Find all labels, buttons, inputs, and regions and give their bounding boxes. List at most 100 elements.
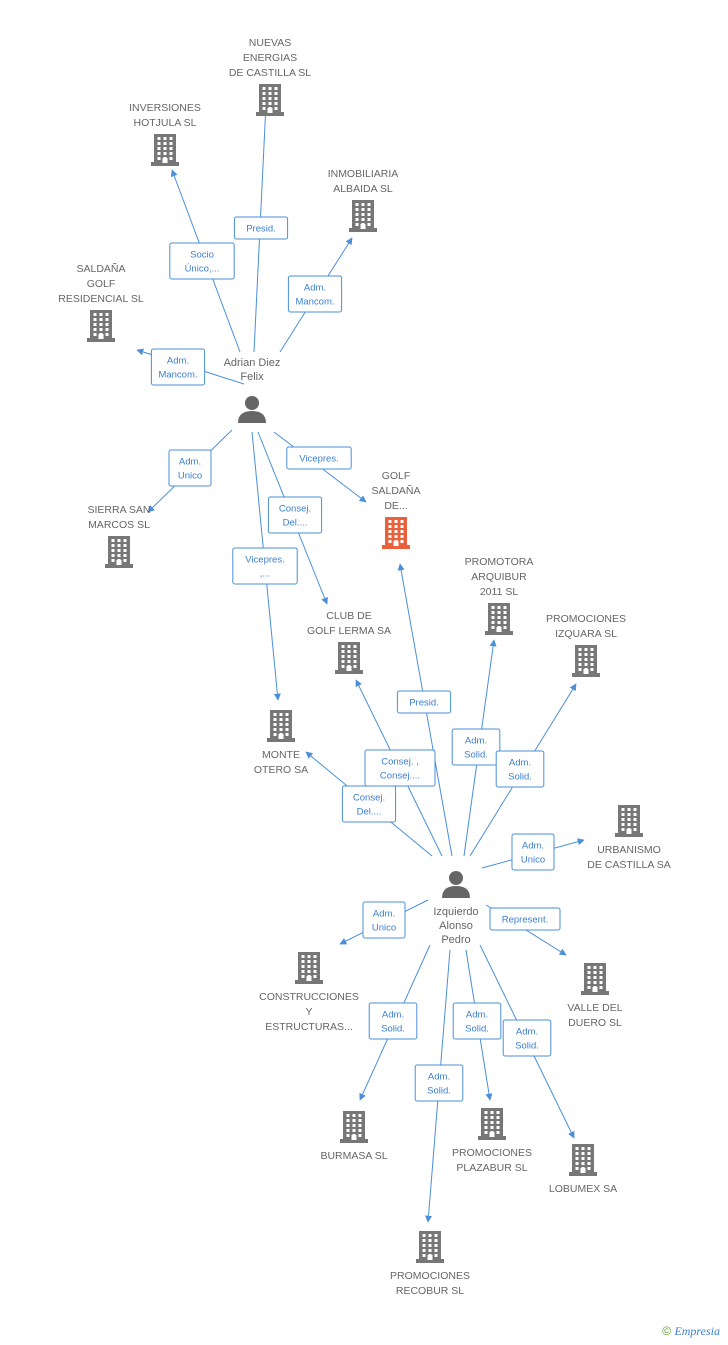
edge-label-text: Adm. xyxy=(428,1072,450,1083)
node-label: ESTRUCTURAS... xyxy=(265,1021,353,1033)
node-label: 2011 SL xyxy=(480,586,518,598)
edge-label-text: Del.... xyxy=(283,518,308,529)
node-label: Alonso xyxy=(439,920,473,932)
node-label: LOBUMEX SA xyxy=(549,1183,617,1195)
edge-label-box xyxy=(286,446,352,470)
edge-label-text: Del.... xyxy=(357,807,382,818)
node-label: Izquierdo xyxy=(433,906,478,918)
edge-label-text: Solid. xyxy=(381,1024,405,1035)
edge-label-box xyxy=(362,901,406,939)
edge-label-izquierdo-lobumex[interactable]: Adm.Solid. xyxy=(502,1019,552,1057)
node-burmasa[interactable]: BURMASA SL xyxy=(320,1111,388,1162)
node-label: INMOBILIARIA xyxy=(328,168,399,180)
edge-label-izquierdo-burmasa[interactable]: Adm. Solid. xyxy=(368,1002,418,1040)
edge-label-izquierdo-urbanismo[interactable]: Adm.Unico xyxy=(511,833,555,871)
building-icon xyxy=(349,200,377,232)
node-lobumex[interactable]: LOBUMEX SA xyxy=(549,1144,617,1195)
edge-label-box xyxy=(169,242,235,280)
node-label: NUEVAS xyxy=(249,37,291,49)
edge-label-adrian-monte[interactable]: Vicepres.,... xyxy=(232,547,298,585)
edge-label-adrian-sierra[interactable]: Adm.Unico xyxy=(168,449,212,487)
edge-label-box xyxy=(495,750,545,788)
edge-label-box xyxy=(502,1019,552,1057)
edge-label-text: Consej.... xyxy=(380,771,420,782)
edge-label-adrian-inmobiliaria[interactable]: Adm.Mancom. xyxy=(287,275,343,313)
edge-label-box xyxy=(287,275,343,313)
edge-label-izquierdo-promotora[interactable]: Adm. Solid. xyxy=(451,728,501,766)
building-icon xyxy=(335,642,363,674)
edge-label-adrian-club[interactable]: Consej.Del.... xyxy=(267,496,323,534)
edge-label-adrian-saldana[interactable]: Adm.Mancom. xyxy=(150,348,206,386)
edge-label-adrian-nuevas[interactable]: Presid. xyxy=(233,216,289,240)
node-label: GOLF xyxy=(87,278,116,290)
edge-label-text: Adm. xyxy=(373,909,395,920)
edge-label-izquierdo-promizq[interactable]: Adm.Solid. xyxy=(495,750,545,788)
edge-label-izquierdo-club[interactable]: Consej. , Consej.... xyxy=(364,749,436,787)
edge-label-text: Adm. xyxy=(466,1010,488,1021)
building-icon xyxy=(478,1108,506,1140)
edge-label-izquierdo-plazabur[interactable]: Adm. Solid. xyxy=(452,1002,502,1040)
edge-label-text: Unico xyxy=(372,923,396,934)
node-label: DE CASTILLA SL xyxy=(229,67,311,79)
edge-label-box xyxy=(233,216,289,240)
edge-label-adrian-golf[interactable]: Vicepres. xyxy=(286,446,352,470)
node-construcciones[interactable]: CONSTRUCCIONESYESTRUCTURAS... xyxy=(259,952,359,1033)
building-icon xyxy=(256,84,284,116)
edge-label-box xyxy=(414,1064,464,1102)
node-label: GOLF LERMA SA xyxy=(307,625,391,637)
edge-label-izquierdo-golf[interactable]: Presid. xyxy=(396,690,452,714)
edge-label-adrian-inversiones[interactable]: SocioÚnico,... xyxy=(169,242,235,280)
node-label: CONSTRUCCIONES xyxy=(259,991,359,1003)
node-label: PROMOCIONES xyxy=(546,613,626,625)
edge-label-izquierdo-monte[interactable]: Consej.Del.... xyxy=(341,785,397,823)
person-icon xyxy=(238,396,266,423)
edge-label-text: Solid. xyxy=(464,750,488,761)
edge-label-text: Socio xyxy=(190,250,214,261)
edge-label-text: Adm. xyxy=(382,1010,404,1021)
building-icon xyxy=(416,1231,444,1263)
copyright-symbol: © xyxy=(662,1324,672,1338)
edge-label-izquierdo-construcciones[interactable]: Adm. Unico xyxy=(362,901,406,939)
building-icon xyxy=(569,1144,597,1176)
edge-label-izquierdo-valle[interactable]: Represent. xyxy=(489,907,561,931)
node-label: DUERO SL xyxy=(568,1017,622,1029)
edge-label-text: Consej. , xyxy=(381,757,419,768)
edge-label-box xyxy=(452,1002,502,1040)
edge-label-text: Solid. xyxy=(465,1024,489,1035)
node-label: IZQUARA SL xyxy=(555,628,617,640)
edge-label-text: Adm. xyxy=(465,736,487,747)
edge-label-izquierdo-recobur[interactable]: Adm.Solid. xyxy=(414,1064,464,1102)
edge-label-text: Solid. xyxy=(508,772,532,783)
building-icon xyxy=(382,517,410,549)
edge-label-box xyxy=(451,728,501,766)
node-label: HOTJULA SL xyxy=(133,117,196,129)
edge-label-text: Represent. xyxy=(502,915,548,926)
node-label: URBANISMO xyxy=(597,844,661,856)
node-promizq[interactable]: PROMOCIONES IZQUARA SL xyxy=(546,613,626,677)
node-label: MONTE xyxy=(262,749,300,761)
edge-label-text: Solid. xyxy=(515,1041,539,1052)
edge-label-box xyxy=(150,348,206,386)
node-label: SALDAÑA xyxy=(76,262,125,275)
edge-label-text: Adm. xyxy=(304,283,326,294)
node-golf[interactable]: GOLFSALDAÑADE... xyxy=(371,470,421,549)
edge-label-box xyxy=(489,907,561,931)
edge-label-box xyxy=(168,449,212,487)
node-label: GOLF xyxy=(382,470,411,482)
node-label: Pedro xyxy=(441,934,470,946)
